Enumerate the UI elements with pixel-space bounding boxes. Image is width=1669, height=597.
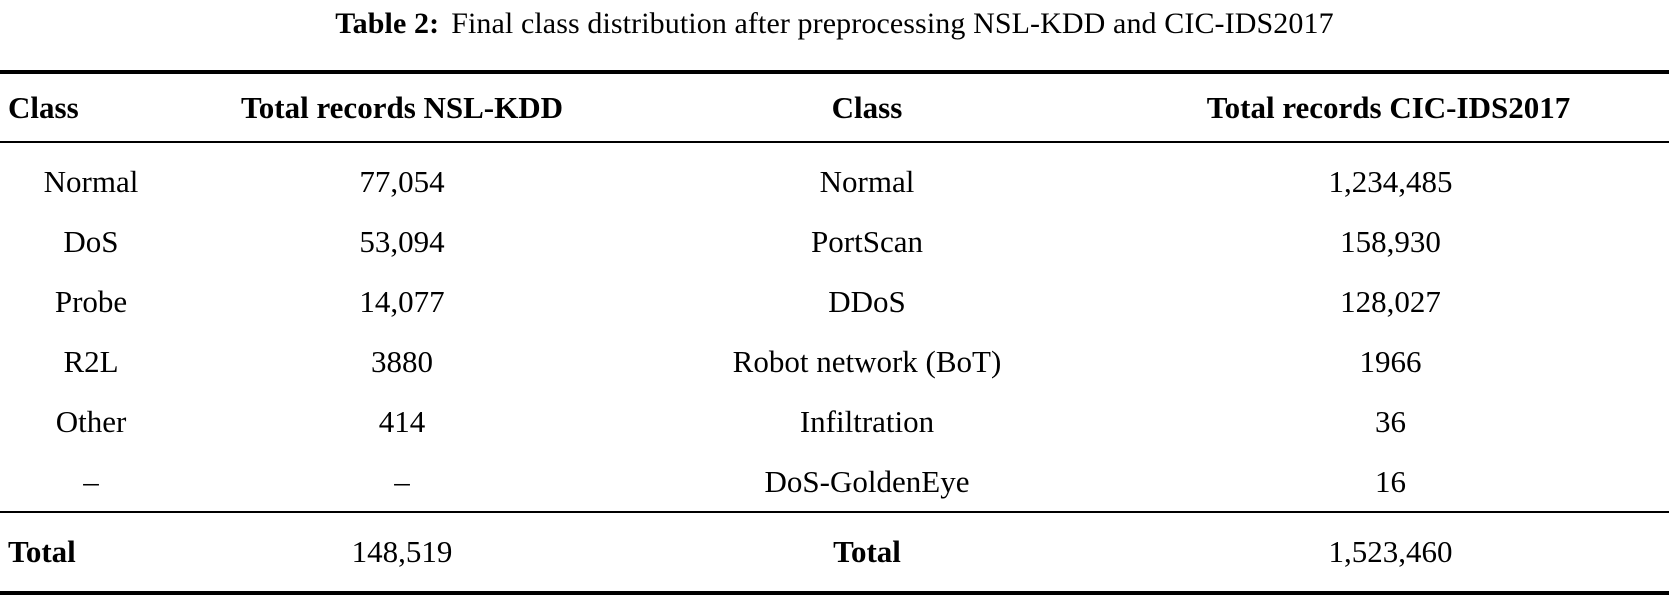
cell-records-nsl: 414: [378, 403, 426, 439]
cell-class-nsl: Probe: [54, 283, 128, 319]
column-header-class-nsl: Class: [0, 70, 182, 142]
total-records-cic: 1,523,460: [1112, 511, 1669, 593]
cell-records-cic: 1,234,485: [1112, 141, 1669, 211]
table-row: DoS 53,094 PortScan 158,930: [0, 211, 1669, 271]
table-row: Normal 77,054 Normal 1,234,485: [0, 141, 1669, 211]
cell-class-nsl: DoS: [63, 223, 119, 259]
table-row: – – DoS-GoldenEye 16: [0, 451, 1669, 512]
caption-text: Final class distribution after preproces…: [451, 7, 1334, 40]
table-total-row: Total 148,519 Total 1,523,460: [0, 511, 1669, 593]
cell-class-nsl: R2L: [63, 343, 119, 379]
cell-class-cic: Robot network (BoT): [732, 343, 1002, 379]
table-total-section: Total 148,519 Total 1,523,460: [0, 511, 1669, 593]
cell-class-cic: PortScan: [811, 223, 923, 259]
column-header-records-nsl: Total records NSL-KDD: [182, 70, 622, 142]
cell-class-nsl: Normal: [0, 141, 182, 211]
cell-records-cic: 128,027: [1340, 283, 1441, 319]
table-row: Probe 14,077 DDoS 128,027: [0, 271, 1669, 331]
cell-class-cic: DDoS: [828, 283, 906, 319]
table-row: Other 414 Infiltration 36: [0, 391, 1669, 451]
cell-records-cic: 36: [1375, 403, 1406, 439]
table-row: R2L 3880 Robot network (BoT) 1966: [0, 331, 1669, 391]
cell-records-nsl: –: [394, 463, 410, 499]
bottom-rule-segment: [622, 591, 1112, 597]
column-header-class-cic: Class: [622, 70, 1112, 142]
cell-class-cic: Infiltration: [799, 403, 935, 439]
bottom-rule-row: [0, 591, 1669, 597]
cell-records-cic: 1966: [1359, 343, 1422, 379]
caption-label: Table 2:: [335, 7, 440, 40]
table-container: Class Total records NSL-KDD Class Total …: [0, 70, 1669, 597]
total-label-cic: Total: [622, 511, 1112, 593]
cell-records-cic: 16: [1375, 463, 1406, 499]
cell-class-nsl: Other: [55, 403, 127, 439]
table-caption: Table 2: Final class distribution after p…: [0, 4, 1669, 44]
bottom-rule-segment: [1112, 591, 1669, 597]
cell-records-nsl: 3880: [371, 343, 433, 379]
table-footer-rule: [0, 591, 1669, 597]
total-label-nsl: Total: [0, 511, 182, 593]
cell-records-nsl: 77,054: [182, 141, 622, 211]
cell-class-cic: DoS-GoldenEye: [764, 463, 970, 499]
class-distribution-table: Class Total records NSL-KDD Class Total …: [0, 70, 1669, 597]
column-header-records-cic: Total records CIC-IDS2017: [1112, 70, 1669, 142]
cell-class-cic: Normal: [622, 141, 1112, 211]
table-header-row: Class Total records NSL-KDD Class Total …: [0, 70, 1669, 142]
cell-records-nsl: 14,077: [359, 283, 445, 319]
bottom-rule-segment: [182, 591, 622, 597]
cell-records-nsl: 53,094: [359, 223, 445, 259]
bottom-rule-segment: [0, 591, 182, 597]
cell-class-nsl: –: [83, 463, 99, 499]
table-header: Class Total records NSL-KDD Class Total …: [0, 70, 1669, 142]
cell-records-cic: 158,930: [1340, 223, 1441, 259]
total-records-nsl: 148,519: [182, 511, 622, 593]
table-body: Normal 77,054 Normal 1,234,485 DoS 53,09…: [0, 141, 1669, 512]
